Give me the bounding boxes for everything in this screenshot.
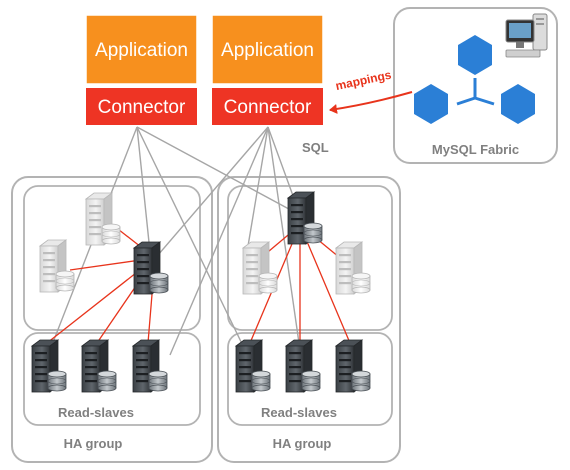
connector-box [212,88,323,125]
database-icon [149,272,169,294]
hexagon-icon [458,35,492,75]
mappings-arrow [329,91,413,114]
hexagon-icon [501,84,535,124]
database-icon [258,272,278,294]
application-label: Application [95,40,188,61]
connector-label: Connector [98,97,186,118]
workstation-icon [505,13,548,58]
database-icon [303,222,323,244]
master-region-box [227,185,393,331]
database-icon [301,370,321,392]
database-icon [251,370,271,392]
server-icon [286,191,323,245]
server-icon [30,339,67,393]
database-icon [97,370,117,392]
read-slaves-box [23,332,201,426]
app-stack-1: Application Connector [85,14,198,125]
server-icon [284,339,321,393]
read-slaves-label: Read-slaves [58,405,134,420]
database-icon [351,272,371,294]
server-icon [38,239,75,293]
connector-box [86,88,197,125]
database-icon [55,270,75,292]
server-icon [80,339,117,393]
hexagon-icon [414,84,448,124]
ha-group-label: HA group [273,436,332,451]
server-icon [334,339,371,393]
ha-group-label: HA group [64,436,123,451]
read-slaves-label: Read-slaves [261,405,337,420]
database-icon [351,370,371,392]
server-icon [84,192,121,246]
application-box [211,14,324,85]
fabric-hexagons [414,35,535,124]
read-slaves-box [227,332,393,426]
server-icon [132,241,169,295]
database-icon [101,223,121,245]
app-stack-2: Application Connector [211,14,324,125]
application-label: Application [221,40,314,61]
database-icon [47,370,67,392]
mysql-fabric-label: MySQL Fabric [432,142,519,157]
application-box [85,14,198,85]
mappings-label: mappings [334,68,393,94]
server-icon [234,339,271,393]
server-icon [241,241,278,295]
server-icon [131,339,168,393]
server-icon [334,241,371,295]
database-icon [148,370,168,392]
sql-label: SQL [302,140,329,155]
connector-label: Connector [224,97,312,118]
